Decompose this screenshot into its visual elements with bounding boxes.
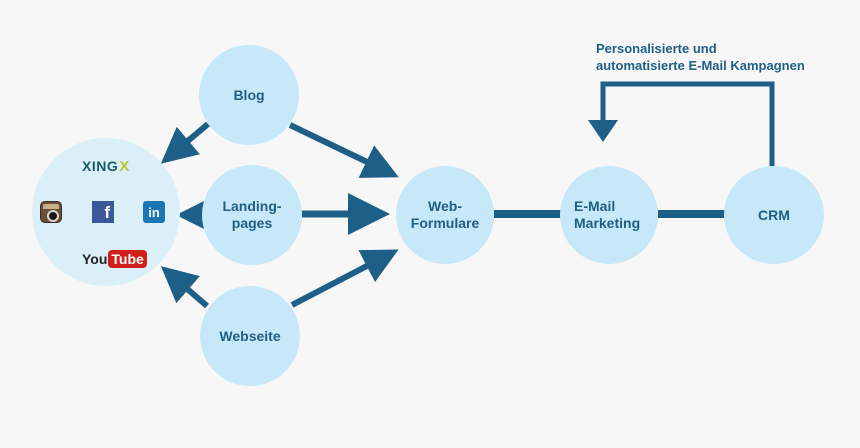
linkedin-glyph: in	[148, 204, 160, 220]
linkedin-icon: in	[143, 201, 165, 223]
node-email-label-2: Marketing	[574, 215, 641, 231]
instagram-icon	[40, 201, 62, 223]
arrow-blog-to-social	[160, 121, 210, 164]
node-webseite: Webseite	[200, 286, 300, 386]
node-landingpages-label-2: pages	[231, 215, 273, 231]
node-webformulare-label-2: Formulare	[410, 215, 480, 231]
arrow-webseite-to-webformulare	[290, 249, 399, 308]
loop-caption: Personalisierte und automatisierte E-Mai…	[596, 40, 805, 74]
node-crm: CRM	[724, 166, 824, 264]
facebook-glyph: f	[104, 203, 110, 222]
node-webformulare: Web- Formulare	[396, 166, 494, 264]
arrow-crm-loop-head	[588, 120, 618, 142]
facebook-icon: f	[92, 201, 114, 223]
arrow-crm-loop-to-email	[600, 81, 775, 166]
youtube-you: You	[82, 251, 108, 267]
node-webseite-label: Webseite	[219, 327, 281, 344]
node-webformulare-label-1: Web-	[428, 198, 462, 214]
xing-mark-icon: X	[119, 158, 130, 175]
node-email-marketing: E-Mail Marketing	[560, 166, 658, 264]
node-blog-label: Blog	[233, 86, 265, 103]
xing-logo: XINGX	[82, 158, 130, 175]
loop-caption-line-2: automatisierte E-Mail Kampagnen	[596, 58, 805, 73]
node-crm-label: CRM	[758, 206, 790, 223]
youtube-tube: Tube	[108, 250, 147, 268]
arrow-webseite-to-social	[160, 266, 209, 309]
node-landingpages-label-1: Landing-	[222, 198, 282, 214]
node-landingpages: Landing- pages	[202, 165, 302, 265]
arrow-blog-to-webformulare	[288, 122, 399, 178]
node-email-label-1: E-Mail	[574, 198, 616, 214]
node-blog: Blog	[199, 45, 299, 145]
loop-caption-line-1: Personalisierte und	[596, 41, 717, 56]
xing-label: XING	[82, 158, 119, 174]
